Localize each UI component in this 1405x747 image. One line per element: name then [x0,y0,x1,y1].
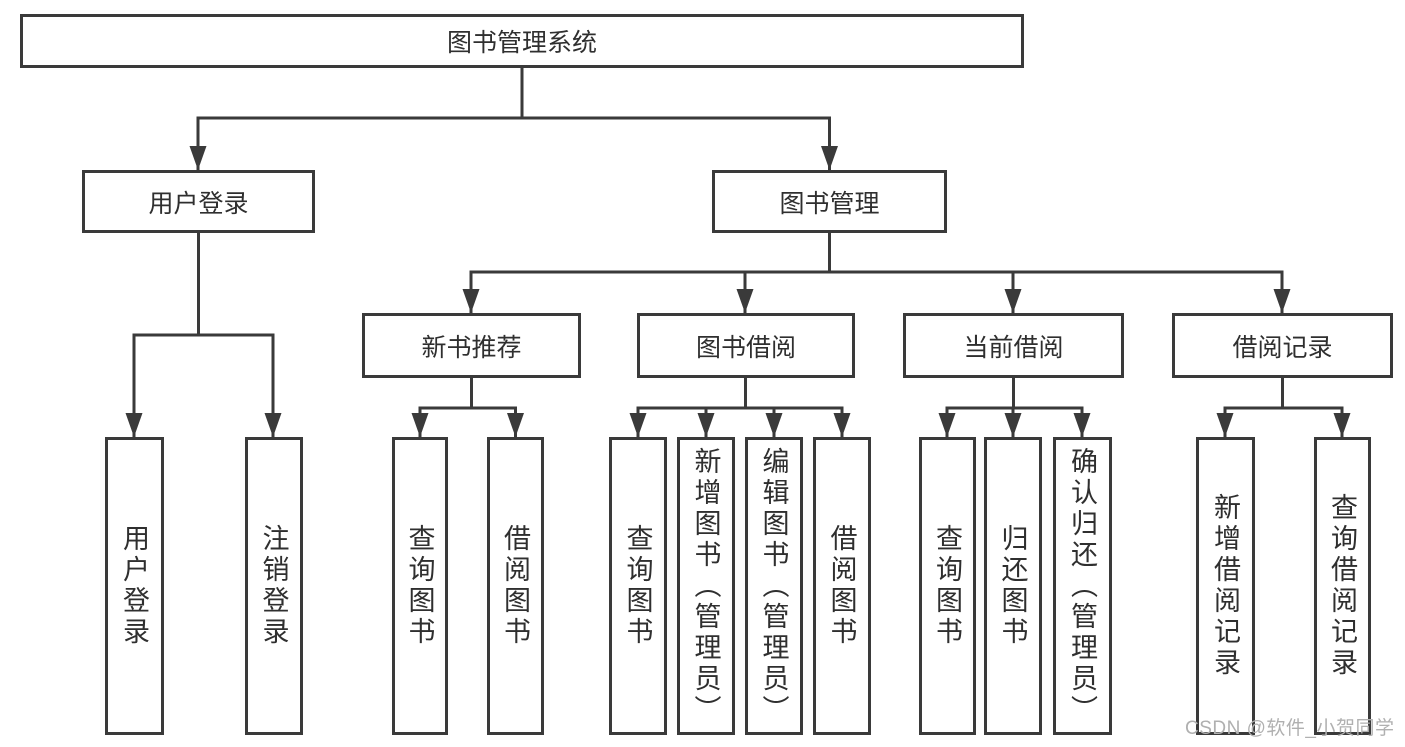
node-root: 图书管理系统 [20,14,1024,68]
leaf-query-books: 查询图书 [392,437,448,735]
node-book-borrow: 图书借阅 [637,313,855,378]
leaf-user-login: 用户登录 [105,437,164,735]
leaf-add-borrow-record: 新增借阅记录 [1196,437,1255,735]
leaf-query-books-2: 查询图书 [609,437,667,735]
node-borrow-records: 借阅记录 [1172,313,1393,378]
leaf-add-book-admin: 新增图书（管理员） [677,437,735,735]
node-current-borrow: 当前借阅 [903,313,1124,378]
leaf-edit-book-admin: 编辑图书（管理员） [745,437,803,735]
watermark: CSDN @软件_小贺同学 [1185,718,1395,739]
node-book-management: 图书管理 [712,170,947,233]
node-user-login: 用户登录 [82,170,315,233]
node-new-book-recommend: 新书推荐 [362,313,581,378]
leaf-logout-login: 注销登录 [245,437,303,735]
leaf-return-books: 归还图书 [984,437,1042,735]
leaf-confirm-return-admin: 确认归还（管理员） [1053,437,1112,735]
leaf-borrow-books: 借阅图书 [487,437,544,735]
leaf-borrow-books-2: 借阅图书 [813,437,871,735]
leaf-query-books-3: 查询图书 [919,437,976,735]
arrowheads [125,146,1351,437]
leaf-query-borrow-record: 查询借阅记录 [1314,437,1371,735]
